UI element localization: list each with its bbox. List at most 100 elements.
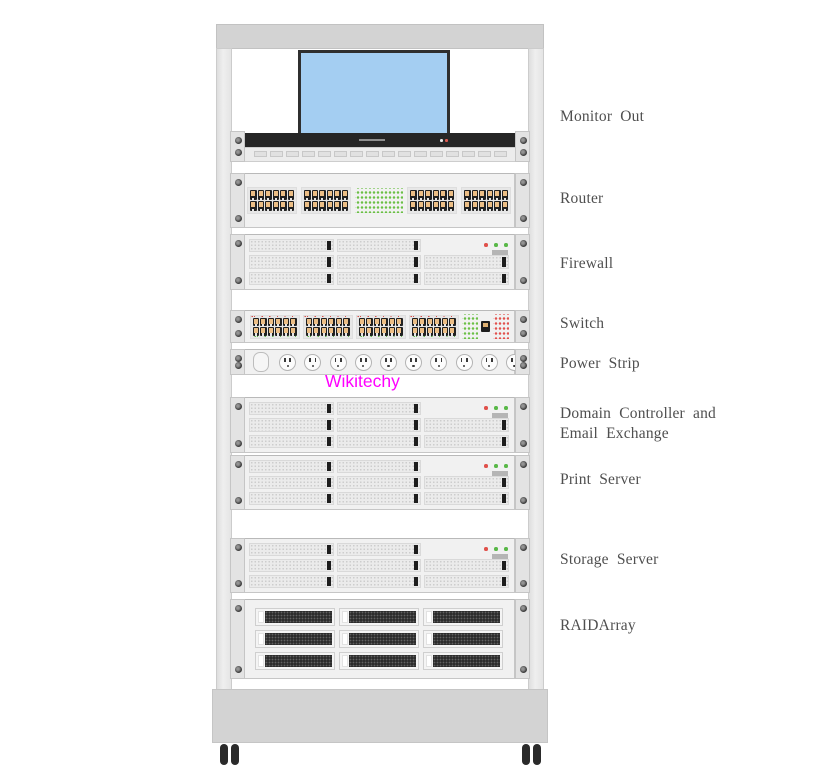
- rj45-port-icon: [250, 190, 257, 200]
- unit-monitor-out: [230, 50, 530, 162]
- rj45-port-icon: [410, 190, 417, 200]
- rack-ear-left: [230, 397, 245, 453]
- outlet-slot: [309, 357, 312, 363]
- drive-mesh: [265, 655, 332, 667]
- status-led-icon: [504, 464, 508, 468]
- drive-mesh: [265, 633, 332, 645]
- rj45-port-icon: [252, 327, 259, 336]
- rj45-port-icon: [265, 190, 272, 200]
- print-server-front-panel: [243, 455, 515, 510]
- rj45-port-icon: [388, 327, 395, 336]
- label-firewall: Firewall: [560, 255, 614, 272]
- uplink-port-icon: [480, 321, 490, 332]
- keyboard-key: [477, 151, 491, 157]
- rack-base-panel: [212, 689, 548, 743]
- drive-tab: [426, 633, 432, 645]
- outlet-slot: [390, 357, 392, 363]
- rj45-port-icon: [260, 327, 267, 336]
- drive-bay: [424, 559, 509, 572]
- label-storage-server: Storage Server: [560, 551, 659, 568]
- rj45-port-icon: [311, 201, 318, 211]
- rj45-port-icon: [334, 190, 341, 200]
- rack-ear-left: [230, 310, 245, 343]
- rj45-port-icon: [486, 190, 493, 200]
- outlet-slot: [364, 357, 367, 363]
- outlet-slot: [284, 357, 286, 363]
- drive-tab: [342, 633, 348, 645]
- rj45-port-icon: [282, 327, 289, 336]
- outlet-slot: [384, 357, 387, 363]
- unit-domain-controller: [230, 397, 530, 453]
- rj45-port-icon: [343, 317, 350, 326]
- drive-bay: [336, 402, 422, 416]
- server-control-panel: [424, 460, 509, 476]
- keyboard-key: [301, 151, 315, 157]
- status-led-icon: [484, 547, 488, 551]
- drive-bay: [424, 271, 509, 285]
- rj45-port-icon: [440, 190, 447, 200]
- keyboard-key: [461, 151, 475, 157]
- label-monitor-out: Monitor Out: [560, 108, 645, 125]
- rj45-port-icon: [449, 327, 456, 336]
- drive-mesh: [349, 611, 416, 623]
- keyboard-key: [365, 151, 379, 157]
- rack-ear-left: [230, 173, 245, 228]
- drive-mesh: [349, 633, 416, 645]
- drive-bay: [336, 255, 422, 269]
- raid-drive-bay: [339, 608, 419, 626]
- monitor-stand-bar: [359, 139, 385, 141]
- rj45-port-icon: [411, 317, 418, 326]
- rack-ear-right: [515, 397, 530, 453]
- raid-drive-bay: [339, 630, 419, 648]
- status-led-icon: [494, 547, 498, 551]
- rack-ear-left: [230, 599, 245, 679]
- watermark: Wikitechy: [325, 371, 400, 391]
- rj45-port-icon: [358, 317, 365, 326]
- rj45-port-icon: [447, 201, 454, 211]
- rj45-port-icon: [320, 327, 327, 336]
- rj45-port-icon: [335, 327, 342, 336]
- status-led-icon: [484, 406, 488, 410]
- drive-bay: [336, 418, 422, 432]
- rack-ear-right: [515, 234, 530, 290]
- outlet-slot: [490, 357, 493, 363]
- raid-drive-bay: [339, 652, 419, 670]
- rack-ear-left: [230, 349, 245, 375]
- rj45-port-icon: [410, 201, 417, 211]
- rj45-port-icon: [250, 201, 257, 211]
- drive-bay: [249, 575, 334, 588]
- rj45-port-icon: [432, 201, 439, 211]
- rack-ear-right: [515, 538, 530, 593]
- status-led-icon: [494, 406, 498, 410]
- drive-bay: [424, 434, 509, 448]
- rack-ear-right: [515, 310, 530, 343]
- switch-front-panel: [243, 310, 515, 343]
- server-control-panel: [424, 402, 509, 418]
- rj45-port-icon: [275, 327, 282, 336]
- rj45-port-icon: [388, 317, 395, 326]
- rj45-port-icon: [449, 317, 456, 326]
- drive-bay: [336, 476, 422, 489]
- rj45-port-icon: [272, 190, 279, 200]
- rj45-port-icon: [440, 201, 447, 211]
- status-led-icon: [484, 243, 488, 247]
- rj45-port-icon: [419, 317, 426, 326]
- rj45-port-icon: [441, 317, 448, 326]
- rj45-port-icon: [311, 190, 318, 200]
- caster-wheels-left: [220, 744, 239, 765]
- rj45-port-icon: [479, 201, 486, 211]
- rack-ear-left: [230, 131, 245, 162]
- power-outlet-icon: [354, 353, 372, 371]
- rj45-port-icon: [501, 190, 508, 200]
- drive-bay: [336, 239, 422, 253]
- rj45-port-icon: [441, 327, 448, 336]
- drive-mesh: [349, 655, 416, 667]
- rj45-port-icon: [326, 201, 333, 211]
- drive-bay: [336, 543, 422, 556]
- status-led-icon: [494, 464, 498, 468]
- rack-ear-right: [515, 131, 530, 162]
- power-outlet-icon: [304, 353, 322, 371]
- rj45-port-icon: [343, 327, 350, 336]
- rj45-port-icon: [275, 317, 282, 326]
- rj45-port-icon: [282, 317, 289, 326]
